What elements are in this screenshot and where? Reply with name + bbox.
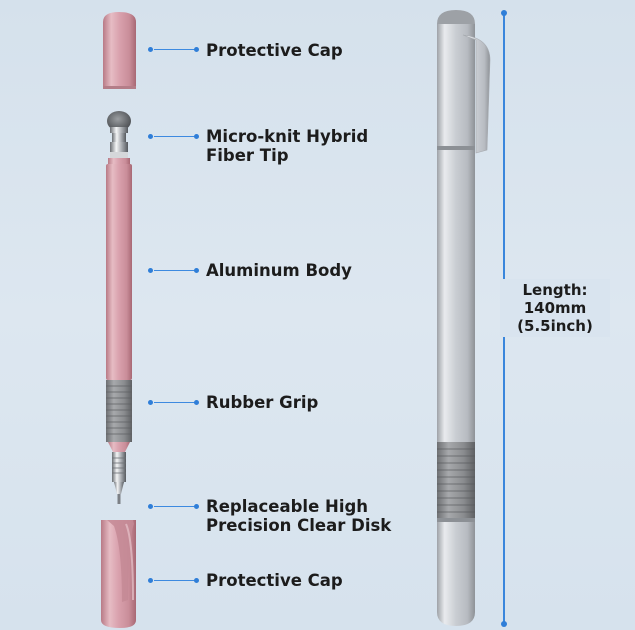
silver-pen [437,10,491,626]
label-line: Precision Clear Disk [206,516,392,535]
fiber-tip [107,111,131,164]
callout-dot [194,504,199,509]
callout-line-fiber-tip [148,134,200,139]
label-line: Fiber Tip [206,146,289,165]
callout-dot [148,47,153,52]
disk-tip [112,452,126,504]
label-aluminum-body: Aluminum Body [206,261,352,280]
callout-line-cap-top [148,47,200,52]
callout-line-body [148,268,200,273]
callout-line [154,49,196,50]
label-line: Rubber Grip [206,393,319,412]
callout-line [154,506,196,507]
callout-dot [194,400,199,405]
callout-line [154,270,196,271]
callout-dot [194,578,199,583]
length-line: Length: [522,281,588,299]
label-line: Replaceable High [206,497,369,516]
length-line: (5.5inch) [517,317,593,335]
length-top-dot [501,10,507,16]
callout-line-cap-bottom [148,578,200,583]
label-line: Protective Cap [206,41,343,60]
label-clear-disk: Replaceable High Precision Clear Disk [206,497,391,535]
label-line: Aluminum Body [206,261,352,280]
label-line: Micro-knit Hybrid [206,127,369,146]
callout-dot [194,268,199,273]
callout-dot [148,268,153,273]
callout-dot [148,134,153,139]
length-label: Length: 140mm (5.5inch) [500,279,610,337]
callout-dot [194,47,199,52]
callout-line-disk [148,504,200,509]
length-bottom-dot [501,621,507,627]
pink-grip [106,380,132,452]
callout-line [154,136,196,137]
bottom-cap [101,520,136,628]
callout-dot [148,578,153,583]
label-protective-cap-top: Protective Cap [206,41,343,60]
callout-dot [148,504,153,509]
callout-line [154,580,196,581]
length-line: 140mm [523,299,587,317]
pink-body [106,164,132,380]
label-rubber-grip: Rubber Grip [206,393,318,412]
top-cap [103,12,136,89]
label-line: Protective Cap [206,571,343,590]
callout-line-grip [148,400,200,405]
callout-dot [148,400,153,405]
label-protective-cap-bottom: Protective Cap [206,571,343,590]
callout-line [154,402,196,403]
callout-dot [194,134,199,139]
label-fiber-tip: Micro-knit Hybrid Fiber Tip [206,127,368,165]
